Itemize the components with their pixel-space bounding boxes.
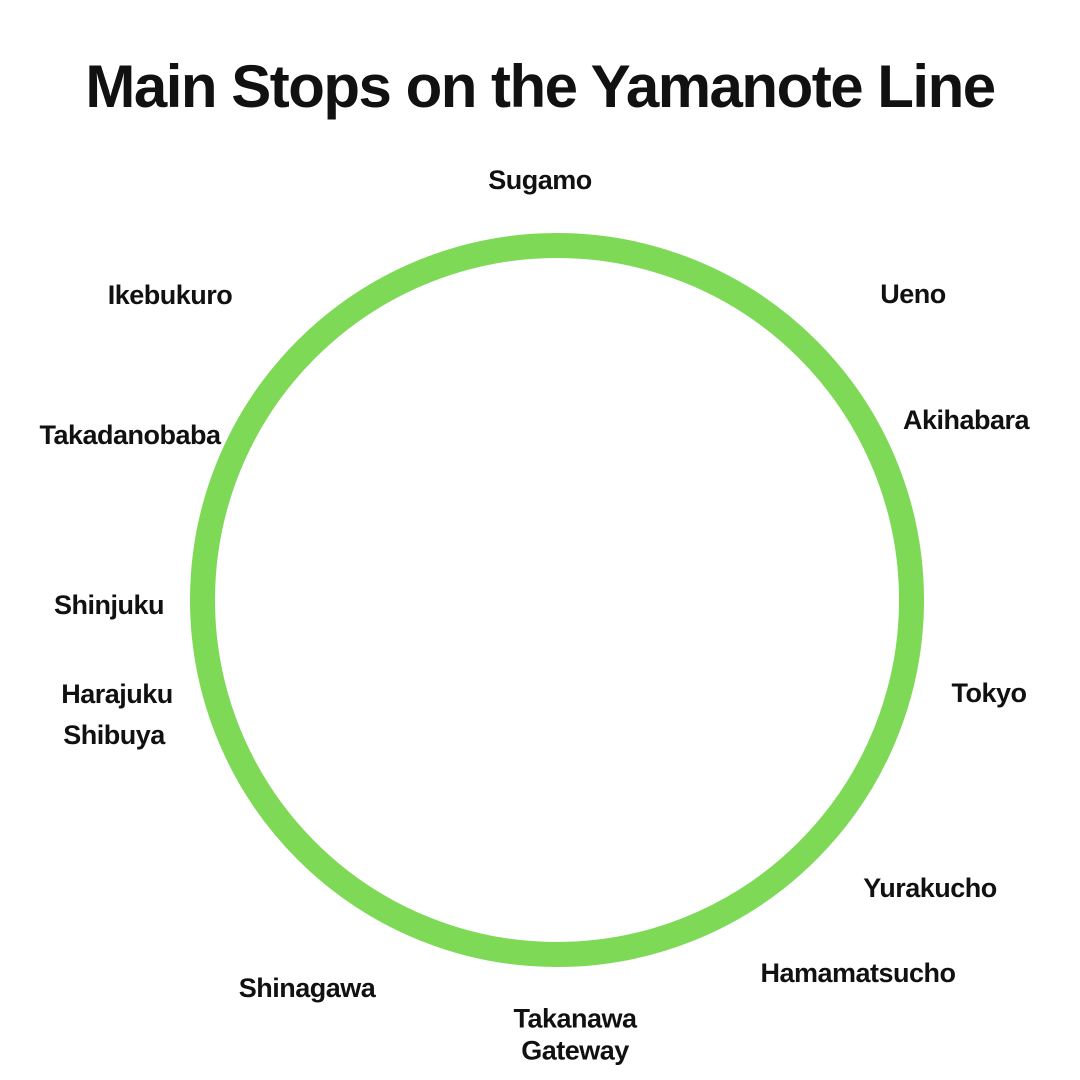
station-label-shinagawa: Shinagawa <box>238 972 376 1003</box>
station-label-hamamatsucho: Hamamatsucho <box>760 957 956 988</box>
station-label-shibuya: Shibuya <box>63 719 165 750</box>
station-label-tokyo: Tokyo <box>951 677 1027 708</box>
station-label-harajuku: Harajuku <box>61 678 173 709</box>
station-label-shinjuku: Shinjuku <box>54 589 165 620</box>
station-label-ueno: Ueno <box>880 278 946 309</box>
station-label-ikebukuro: Ikebukuro <box>107 279 233 310</box>
station-label-yurakucho: Yurakucho <box>863 872 997 903</box>
station-label-takadanobaba: Takadanobaba <box>39 419 221 450</box>
station-label-akihabara: Akihabara <box>902 404 1030 435</box>
station-label-takanawa-gateway: Takanawa Gateway <box>513 1003 637 1066</box>
station-label-sugamo: Sugamo <box>488 164 592 195</box>
page-title: Main Stops on the Yamanote Line <box>85 53 996 120</box>
yamanote-line-circle <box>190 233 924 967</box>
